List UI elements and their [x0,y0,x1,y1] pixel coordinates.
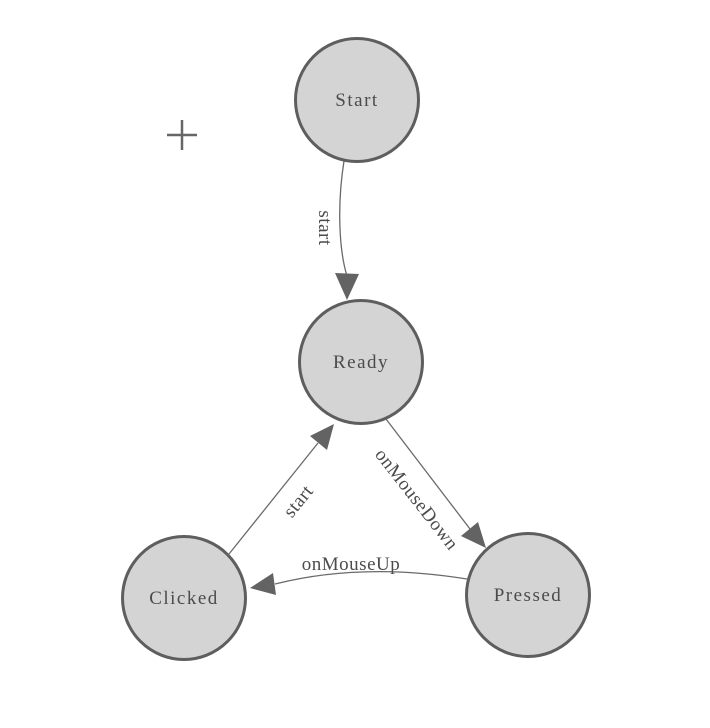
node-label: Pressed [494,585,563,606]
node-circle[interactable] [298,299,424,425]
state-node-start[interactable]: Start [294,37,420,163]
node-label: Clicked [149,588,219,609]
edge-line[interactable] [385,418,471,530]
node-label: Start [335,90,378,111]
node-label: Ready [333,352,389,373]
state-node-ready[interactable]: Ready [298,299,424,425]
node-circle[interactable] [121,535,247,661]
edge-label[interactable]: start [314,210,335,245]
arrowhead-icon [250,573,276,595]
edge-label[interactable]: start [279,481,318,522]
arrowhead-icon [335,273,359,300]
crosshair-cursor-icon [167,120,197,150]
state-node-pressed[interactable]: Pressed [465,532,591,658]
edge-start-to-ready[interactable]: start [314,160,359,300]
edge-line[interactable] [339,160,348,277]
arrowhead-icon [461,522,486,548]
edge-label[interactable]: onMouseUp [302,554,400,575]
edge-ready-to-pressed[interactable]: onMouseDown [370,418,486,555]
state-node-clicked[interactable]: Clicked [121,535,247,661]
node-circle[interactable] [465,532,591,658]
arrowhead-icon [310,424,334,450]
node-circle[interactable] [294,37,420,163]
edge-line[interactable] [274,570,468,585]
edge-pressed-to-clicked[interactable]: onMouseUp [250,554,468,595]
edge-label[interactable]: onMouseDown [370,445,462,555]
edge-clicked-to-ready[interactable]: start [228,424,334,555]
edge-line[interactable] [228,442,319,555]
